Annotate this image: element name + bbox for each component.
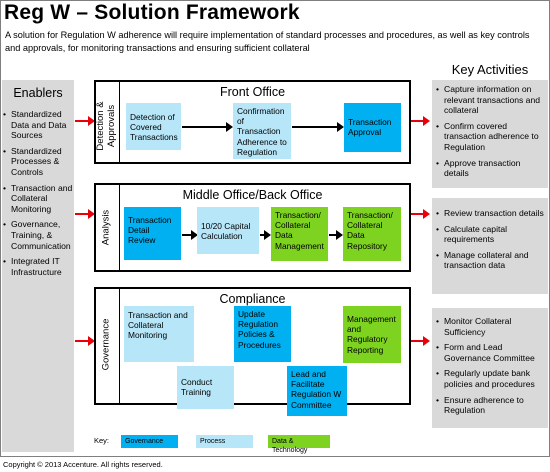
key-activity-item: Calculate capital requirements [436,224,544,245]
enabler-arrow [75,336,95,346]
legend-data-technology: Data & Technology [268,435,330,454]
front-office-title: Front Office [219,85,286,99]
approval-box: Transaction Approval [344,103,401,152]
monitoring-box: Transaction and Collateral Monitoring [124,306,194,362]
capital-calculation-box: 10/20 Capital Calculation [197,207,259,254]
middle-office-side-label: Analysis [100,209,112,246]
key-activity-item: Capture information on relevant transact… [436,84,544,116]
enabler-item: Standardized Data and Data Sources [3,109,73,141]
detection-box: Detection of Covered Transactions [126,103,181,150]
key-activity-item: Monitor Collateral Sufficiency [436,316,544,337]
key-activity-item: Review transaction details [436,208,544,219]
legend-label: Key: [94,436,110,445]
key-activity-item: Regularly update bank policies and proce… [436,368,544,389]
page-title: Reg W – Solution Framework [4,1,300,24]
detail-review-box: Transaction Detail Review [124,207,181,260]
key-activities-heading: Key Activities [451,62,529,77]
enabler-item: Standardized Processes & Controls [3,146,73,178]
key-activity-arrow [410,209,430,219]
key-activity-item: Manage collateral and transaction data [436,250,544,271]
enablers-heading: Enablers [13,86,63,100]
compliance-side-label: Governance [100,318,112,371]
flow-arrow [260,230,271,240]
data-management-box: Transaction/ Collateral Data Management [271,207,328,261]
flow-arrow [182,230,198,240]
legend-governance: Governance [121,435,178,448]
enabler-arrow [75,209,95,219]
enablers-list: Standardized Data and Data Sources Stand… [3,109,73,282]
key-activity-item: Approve transaction details [436,158,544,179]
key-activity-arrow [410,116,430,126]
flow-arrow [292,122,344,132]
flow-arrow [329,230,343,240]
compliance-divider [119,289,120,403]
key-activities-list-1: Capture information on relevant transact… [436,84,544,184]
middle-office-title: Middle Office/Back Office [182,188,323,202]
enabler-item: Governance, Training, & Communication [3,219,73,251]
training-box: Conduct Training [177,366,234,409]
front-office-divider [119,82,120,162]
policies-box: Update Regulation Policies & Procedures [234,306,291,362]
legend-process: Process [196,435,253,448]
compliance-title: Compliance [219,292,286,306]
flow-arrow [182,122,233,132]
key-activity-arrow [410,336,430,346]
key-activity-item: Confirm covered transaction adherence to… [436,121,544,153]
copyright: Copyright © 2013 Accenture. All rights r… [3,460,163,469]
enabler-arrow [75,116,95,126]
committee-box: Lead and Facilitate Regulation W Committ… [287,366,347,416]
key-activities-list-2: Review transaction details Calculate cap… [436,208,544,276]
data-repository-box: Transaction/ Collateral Data Repository [343,207,401,261]
key-activity-item: Form and Lead Governance Committee [436,342,544,363]
enabler-item: Transaction and Collateral Monitoring [3,183,73,215]
reporting-box: Management and Regulatory Reporting [343,306,401,363]
page-subtitle: A solution for Regulation W adherence wi… [5,30,530,53]
confirmation-box: Confirmation of Transaction Adherence to… [233,103,291,159]
key-activity-item: Ensure adherence to Regulation [436,395,544,416]
middle-office-divider [119,185,120,270]
enabler-item: Integrated IT Infrastructure [3,256,73,277]
key-activities-list-3: Monitor Collateral Sufficiency Form and … [436,316,544,421]
front-office-side-label: Detection & Approvals [95,101,117,151]
